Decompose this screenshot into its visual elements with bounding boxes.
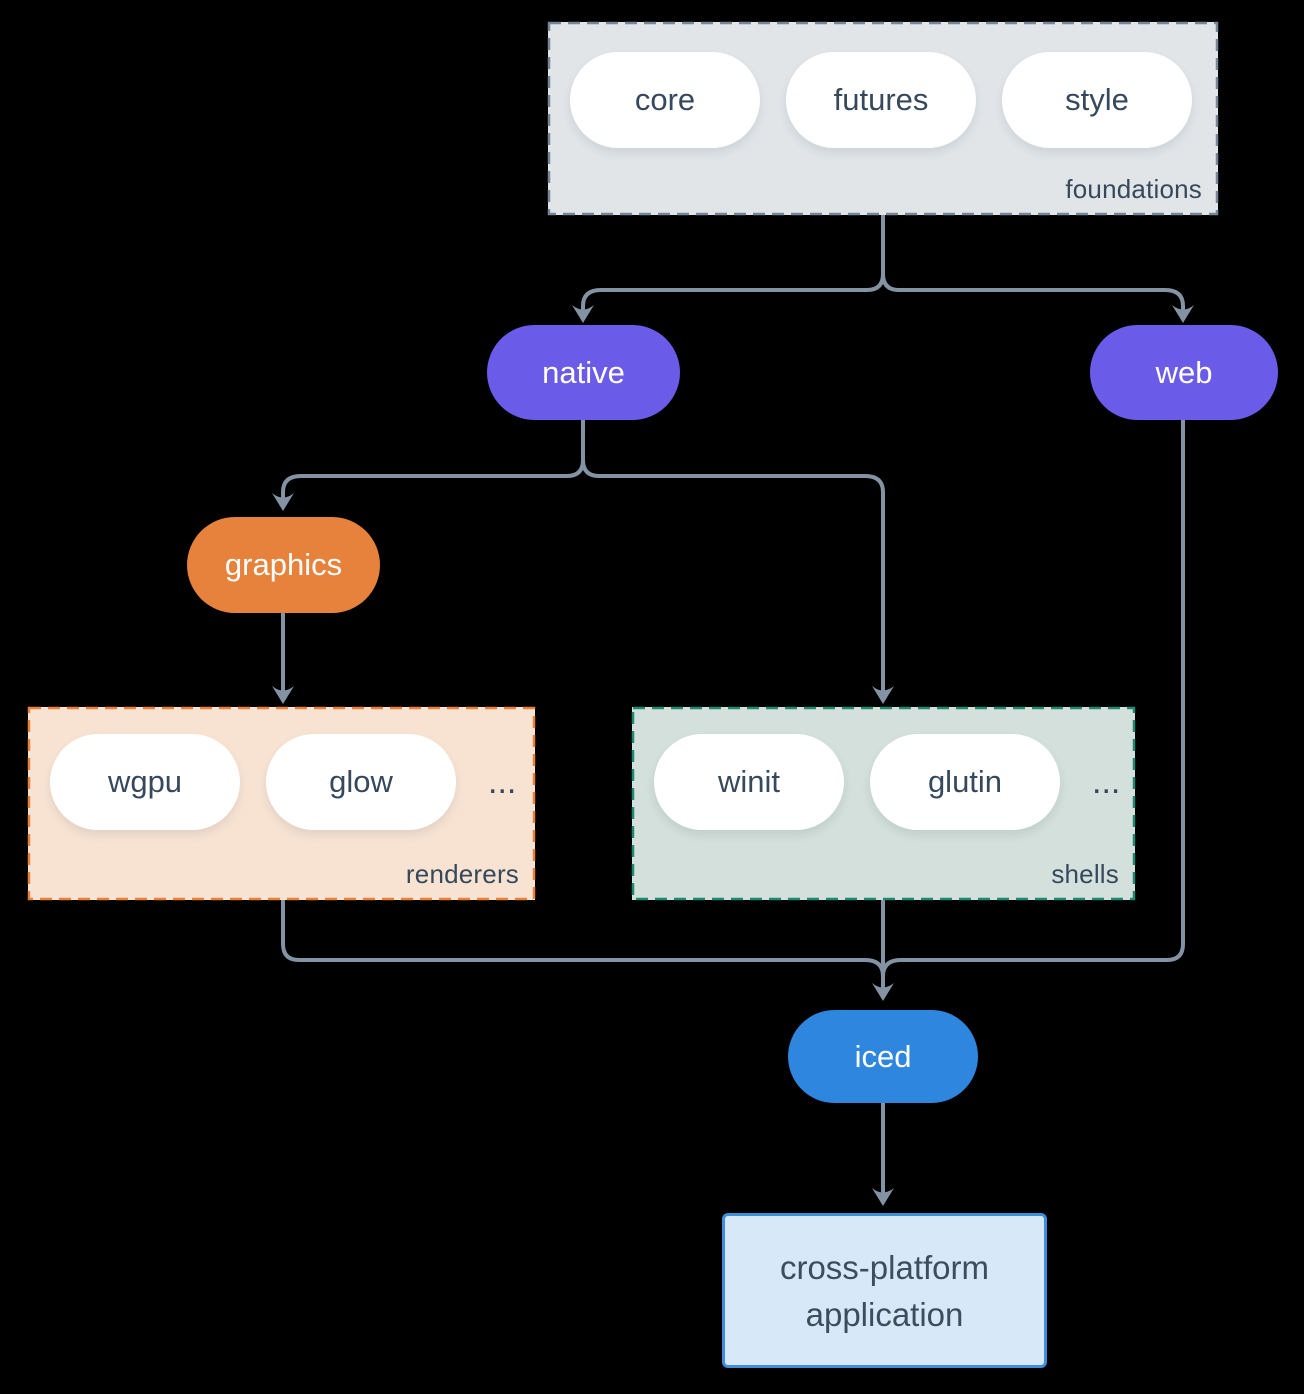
node-core-label: core [634, 82, 696, 117]
node-wgpu: wgpu [50, 734, 240, 830]
node-wgpu-label: wgpu [107, 764, 183, 799]
group-shells: winit glutin ... shells [632, 707, 1135, 900]
foundations-group-label: foundations [1065, 174, 1202, 204]
node-glutin-label: glutin [927, 764, 1003, 799]
line-renderers-to-merge [281, 900, 885, 977]
node-web-label: web [1155, 354, 1213, 390]
renderers-group-label: renderers [405, 859, 519, 889]
shells-group-label: shells [1051, 859, 1119, 889]
node-web: web [1090, 325, 1278, 420]
arrow-foundations-to-web [881, 215, 1185, 311]
arrowhead-iced [872, 983, 894, 1001]
node-iced-label: iced [854, 1038, 912, 1074]
node-glutin: glutin [870, 734, 1060, 830]
node-style-label: style [1065, 82, 1129, 117]
node-graphics: graphics [187, 517, 380, 613]
renderers-ellipsis: ... [488, 762, 517, 801]
node-graphics-label: graphics [224, 547, 343, 582]
arrowhead-graphics [272, 493, 294, 511]
node-futures: futures [786, 52, 976, 148]
arrowhead-shells [872, 686, 894, 704]
node-application-label: cross-platform application [779, 1248, 990, 1333]
node-native-label: native [542, 354, 625, 390]
arrowhead-web [1172, 305, 1194, 323]
node-core: core [570, 52, 760, 148]
group-renderers: wgpu glow ... renderers [28, 707, 535, 900]
node-glow: glow [266, 734, 456, 830]
arrow-foundations-to-native [581, 215, 885, 311]
node-futures-label: futures [833, 82, 929, 117]
node-application: cross-platform application [722, 1213, 1047, 1368]
node-winit: winit [654, 734, 844, 830]
renderers-pill-row: wgpu glow ... [28, 707, 535, 830]
node-iced: iced [788, 1010, 978, 1103]
node-winit-label: winit [717, 764, 780, 799]
group-foundations: core futures style foundations [548, 22, 1218, 215]
arrow-native-to-shells [581, 420, 885, 692]
arrowhead-application [872, 1188, 894, 1206]
arrowhead-renderers [272, 686, 294, 704]
shells-ellipsis: ... [1092, 762, 1121, 801]
arrow-native-to-graphics [281, 420, 585, 499]
shells-pill-row: winit glutin ... [632, 707, 1135, 830]
node-glow-label: glow [329, 764, 393, 799]
node-native: native [487, 325, 680, 420]
node-style: style [1002, 52, 1192, 148]
arrowhead-native [572, 305, 594, 323]
foundations-pill-row: core futures style [548, 22, 1218, 148]
